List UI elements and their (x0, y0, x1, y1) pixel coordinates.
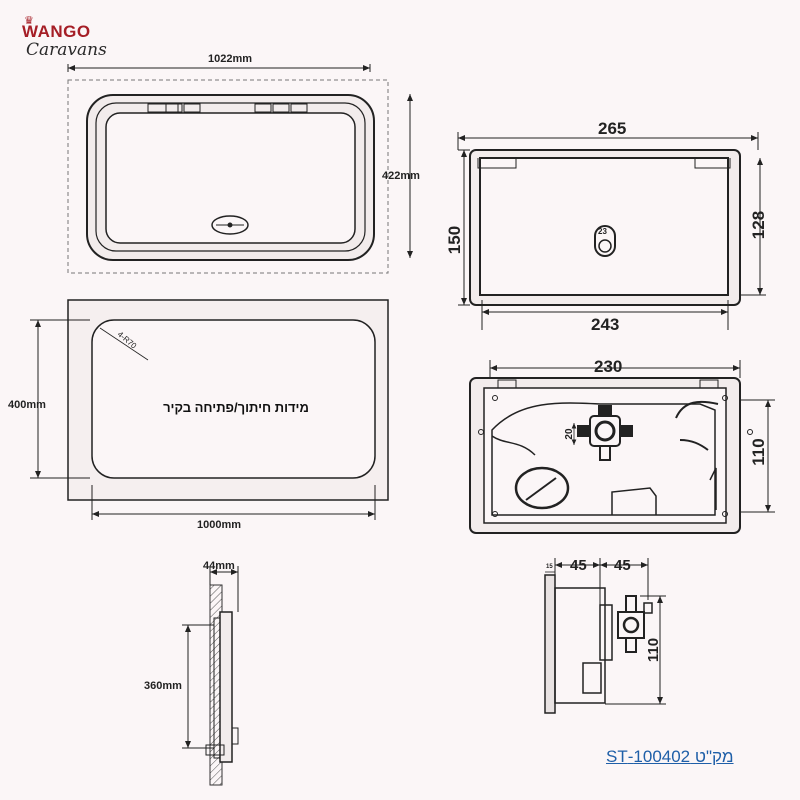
cutout-caption: מידות חיתוך/פתיחה בקיר (163, 400, 309, 415)
small-inner-view (469, 360, 775, 534)
front-view (67, 64, 413, 274)
small-side-depth-a: 45 (570, 557, 587, 574)
tap-valve-icon (577, 405, 633, 461)
small-side-height: 110 (645, 638, 662, 662)
small-inner-tap-label: 20 (564, 428, 575, 440)
front-height-label: 422mm (382, 170, 420, 182)
small-front-right-height: 128 (749, 211, 768, 239)
side-height-label: 360mm (144, 680, 182, 692)
small-front-bottom-width: 243 (591, 315, 619, 334)
small-front-view (457, 132, 766, 330)
small-front-knob-label: 23 (598, 227, 607, 236)
side-depth-label: 44mm (203, 560, 235, 572)
small-side-depth-b: 45 (614, 557, 631, 574)
cutout-height-label: 400mm (8, 399, 46, 411)
brand-line1: WANGO (22, 22, 91, 41)
cutout-width-label: 1000mm (197, 519, 241, 531)
side-view (182, 566, 239, 786)
side-valve-icon (617, 595, 653, 653)
latch-right (254, 103, 308, 113)
brand-logo: ♛ WANGO Caravans (22, 15, 142, 66)
small-side-offset-label: 15 (546, 564, 553, 570)
small-inner-width: 230 (594, 357, 622, 376)
small-front-top-width: 265 (598, 119, 626, 138)
hose-outlet-icon (675, 400, 719, 451)
latch-left (147, 103, 201, 113)
cutout-view (30, 299, 389, 520)
front-width-label: 1022mm (208, 53, 252, 65)
knob-icon (594, 225, 616, 257)
small-side-view (544, 558, 666, 714)
small-front-left-height: 150 (445, 226, 464, 254)
handle-icon (211, 215, 249, 235)
small-inner-height: 110 (749, 438, 768, 465)
drain-cap-icon (514, 466, 570, 510)
brand-line2: Caravans (26, 40, 107, 60)
crown-icon: ♛ (24, 15, 34, 27)
part-number-link[interactable]: מק"ט 100402-ST (606, 747, 734, 766)
